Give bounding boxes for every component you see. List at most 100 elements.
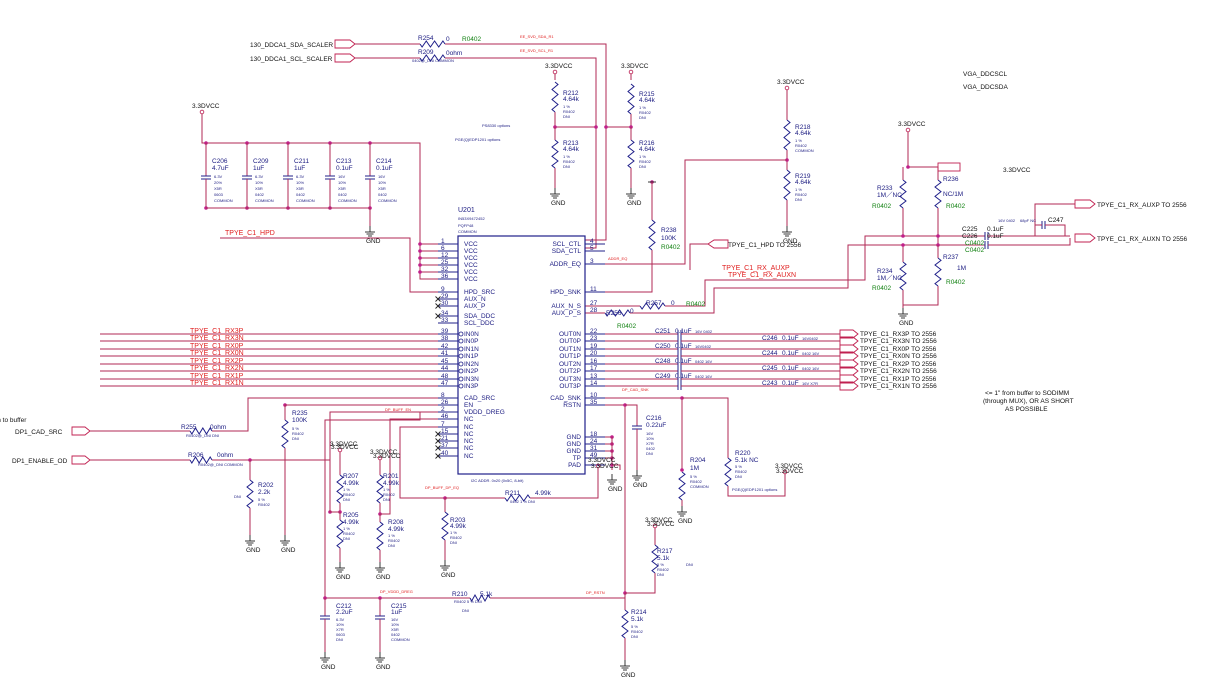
c212-pkg: 0603	[336, 632, 346, 637]
r216-ref: R216	[639, 140, 655, 147]
cap-common: COMMON	[378, 198, 397, 203]
cap-val: 4.7uF	[212, 165, 229, 172]
ic-body	[457, 235, 586, 475]
lane-in-net: TPYE_C1_RX3P	[190, 328, 244, 335]
lane-cap-sub: 0402 16V	[802, 351, 819, 356]
lane-cap-ref: C251	[655, 328, 671, 335]
resistor	[651, 544, 659, 574]
vcc-symbol	[337, 447, 343, 453]
wire	[380, 418, 438, 515]
r208-ref: R208	[388, 519, 404, 526]
r255-ref: R255	[181, 424, 197, 431]
r203-dni: DNI	[450, 540, 457, 545]
c216-dni: DNI	[646, 451, 653, 456]
c226-ref: C226	[962, 233, 978, 240]
lane-cap-val: 0.1uF	[782, 335, 799, 342]
r216-pkg: R0402	[639, 159, 652, 164]
gnd-label: GND	[621, 672, 636, 678]
r219-dni: DNI	[795, 197, 802, 202]
cap-tol: 10%	[255, 180, 263, 185]
off-page-port	[71, 455, 91, 465]
wire	[399, 426, 445, 499]
r220-dni: DNI	[735, 474, 742, 479]
lane-cap-sub: 16V0402	[802, 336, 819, 341]
off-page-port	[839, 381, 859, 391]
wire	[903, 286, 939, 306]
pin-number: 9	[441, 286, 445, 293]
r235-val: 100K	[292, 417, 308, 424]
note-line-3: AS POSSIBLE	[1005, 406, 1048, 413]
r220-ref: R220	[735, 450, 751, 457]
r215-val: 4.64k	[639, 97, 656, 104]
r213-dni: DNI	[563, 164, 570, 169]
r208-tol: 1 %	[388, 533, 395, 538]
resistor	[648, 219, 656, 251]
resistor	[189, 427, 213, 435]
pin-number: 8	[441, 392, 445, 399]
r208-dni: DNI	[388, 543, 395, 548]
pin-number: 21	[441, 435, 449, 442]
wire	[585, 250, 653, 293]
r212-pkg: R0402	[563, 109, 576, 114]
note-line-1: <= 1" from buffer to SODIMM	[985, 390, 1069, 397]
wire	[625, 573, 656, 594]
pin-number: 15	[441, 428, 449, 435]
auxn-out-net: TPYE_C1_RX_AUXN TO 2556	[1097, 236, 1187, 243]
cap-common: COMMON	[296, 198, 315, 203]
r219-tol: 1 %	[795, 187, 802, 192]
r210-ref: R210	[452, 591, 468, 598]
pin-number: 33	[441, 317, 449, 324]
r205-tol: 1 %	[343, 526, 350, 531]
pin-name: VCC	[464, 276, 478, 283]
resistor	[724, 457, 732, 487]
r233-val: 1M／NC	[877, 191, 902, 199]
r210-val: 5.1k	[480, 591, 493, 598]
pin-name: VCC	[464, 241, 478, 248]
c225-pkg: C0402	[965, 240, 985, 247]
ddc-sda-net: 130_DDCA1_SDA_SCALER	[250, 42, 333, 49]
cap-ref: C209	[253, 158, 269, 165]
pin-name: AUX_P_S	[552, 310, 582, 317]
r213-val: 4.64k	[563, 146, 580, 153]
c216-val: 0.22uF	[646, 422, 666, 429]
r210-sub: R0402 5 % DNI	[454, 599, 482, 604]
pin-name: VCC	[464, 269, 478, 276]
r235-ref: R235	[292, 410, 308, 417]
junction-dot	[594, 125, 598, 129]
resistor	[441, 511, 449, 541]
pin-name: OUT1P	[559, 353, 581, 360]
cap-pkg: 0603	[214, 192, 224, 197]
wire	[630, 244, 985, 314]
pin-number: 1	[441, 238, 445, 245]
c216-ref: C216	[646, 415, 662, 422]
lane-out-net: TPYE_C1_RX0N TO 2556	[860, 353, 937, 360]
r205-dni: DNI	[343, 536, 350, 541]
junction-dot	[418, 249, 422, 253]
r201-dni: DNI	[383, 497, 390, 502]
r204-common: COMMON	[690, 484, 709, 489]
c212-diel: X7R	[336, 627, 344, 632]
c212-tol: 10%	[336, 622, 344, 627]
r213-pkg: R0402	[563, 159, 576, 164]
vga-sda: VGA_DDCSDA	[963, 84, 1008, 91]
resistor	[336, 474, 344, 504]
r234-pkg: R0402	[872, 285, 892, 292]
r202-ref: R202	[258, 482, 274, 489]
pin-name: NC	[464, 445, 474, 452]
r201-pkg: R0402	[383, 492, 396, 497]
resistor	[376, 521, 384, 551]
vcc-label: 3.3DVCC	[898, 121, 926, 128]
r217-tol: 5 %	[657, 562, 664, 567]
pin-number: 34	[441, 310, 449, 317]
vcc-label: 3.3DVCC	[588, 457, 616, 464]
r209-sub: 0402@_DNI COMMON	[412, 58, 454, 63]
r206-ref: R206	[188, 452, 204, 459]
pin-number: 12	[441, 252, 449, 259]
lane-cap-val: 0.1uF	[782, 350, 799, 357]
resistor	[621, 609, 629, 639]
junction-dot	[680, 468, 684, 472]
resistor	[419, 40, 446, 48]
pin-name: IN2P	[464, 368, 478, 375]
lane-cap-val: 0.1uF	[782, 365, 799, 372]
pin-name: OUT0N	[559, 331, 581, 338]
